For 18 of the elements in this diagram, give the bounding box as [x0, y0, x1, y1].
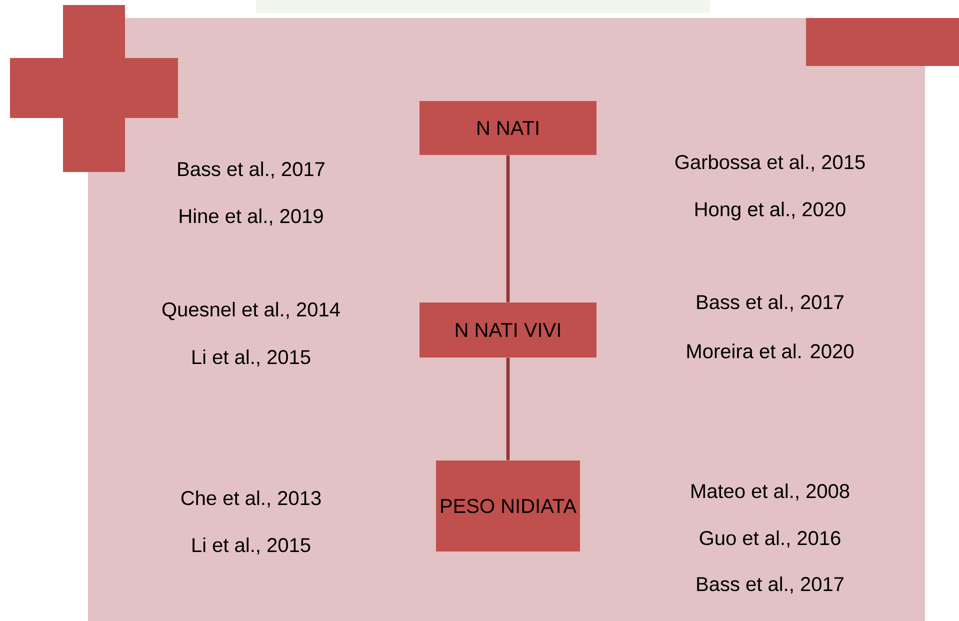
citation-text: Quesnel et al., 2014 [162, 302, 340, 320]
variable-box: N NATI [420, 101, 596, 155]
citation-text: Guo et al., 2016 [700, 530, 840, 548]
connector-line [506, 155, 510, 302]
variable-box: N NATI VIVI [420, 302, 596, 358]
citation-text: Hine et al., 2019 [180, 208, 323, 226]
citation-text: Garbossa et al., 2015 [675, 154, 865, 172]
variable-box: PESO NIDIATA [436, 460, 580, 552]
citation-text: Bass et al., 2017 [697, 294, 844, 312]
citation-text: Che et al., 2013 [181, 490, 321, 508]
citation-text: Li et al., 2015 [192, 349, 310, 367]
citation-text: Mateo et al., 2008 [692, 483, 850, 501]
citation-text: Li et al., 2015 [192, 537, 310, 555]
citation-text: Bass et al., 2017 [178, 161, 324, 179]
connector-line [506, 358, 510, 460]
citation-text: Hong et al., 2020 [695, 202, 846, 220]
citation-text: Moreira et al. 2020 [687, 344, 854, 358]
citation-text: Bass et al., 2017 [697, 576, 844, 594]
